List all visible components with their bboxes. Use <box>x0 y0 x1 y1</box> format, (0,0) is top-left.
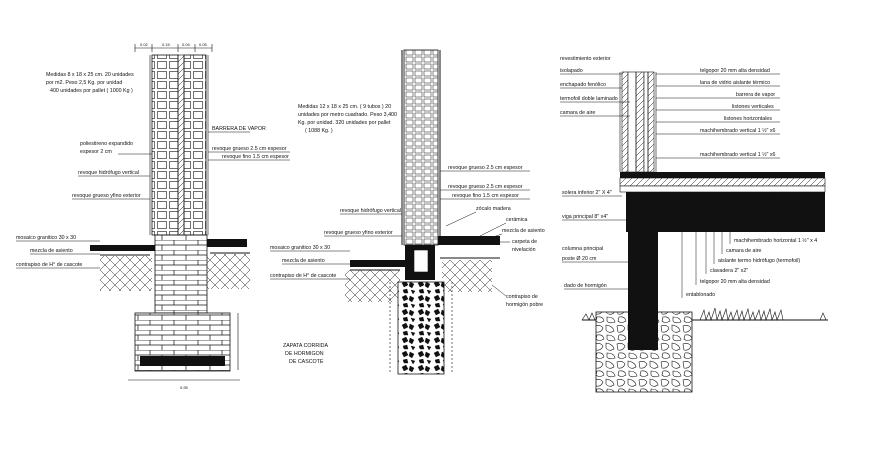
right-floor-air-chamber <box>619 185 826 193</box>
left-footing-base <box>140 356 225 366</box>
label: telgopor 20 mm alta densidad <box>700 68 770 74</box>
label: revoque grueso yfino exterior <box>72 193 141 199</box>
label: DE HORMIGON <box>285 351 324 357</box>
middle-rubble-footing <box>397 281 445 375</box>
label: mezcla de asiento <box>30 248 73 254</box>
label: cerámica <box>506 217 528 223</box>
middle-ground-hatch <box>345 270 400 302</box>
dim-label: 0.95 <box>180 385 189 390</box>
label: machihembrado vertical 1 ½" x6 <box>700 127 776 134</box>
label: mezcla de asiento <box>502 228 545 234</box>
label: BARRERA DE VAPOR <box>212 126 266 132</box>
label: viga principal 8" x4" <box>562 214 608 220</box>
label: pintura asfáltica <box>740 194 777 200</box>
label: ( 1088 Kg. ) <box>305 128 333 134</box>
right-floor-top-board <box>620 172 825 178</box>
label: contrapiso de H° de cascote <box>16 262 82 268</box>
label: revoque grueso 2.5 cm espesor <box>448 184 523 190</box>
left-floor-slab-inner <box>205 239 247 247</box>
label: isolapado <box>560 68 583 74</box>
dim-label: 0.05 <box>199 42 208 47</box>
label: dado de hormigón <box>564 283 607 289</box>
label: carpeta de <box>512 239 537 245</box>
label: hormigón pobre <box>506 302 543 308</box>
label: zócalo madera <box>476 206 511 212</box>
label: listones horizontales <box>724 116 772 122</box>
left-floor-slab-outer <box>90 245 155 251</box>
label: poliestireno expandido <box>80 141 133 147</box>
label: revestimiento exterior <box>560 56 611 62</box>
label: Kg. por unidad. 320 unidades por pallet <box>298 120 391 126</box>
label: solera inferior 2" X 4" <box>562 190 612 196</box>
label: telgopor 20 mm alta densidad <box>700 279 770 285</box>
middle-wall-detail: Medidas 12 x 18 x 25 cm. ( 9 tubos ) 20 … <box>270 49 545 375</box>
right-main-beam <box>626 192 825 232</box>
label: machihembrado vertical 1 ½" x6 <box>700 151 776 158</box>
dim-label: 0.04 <box>182 42 191 47</box>
middle-ground-hatch <box>442 260 492 292</box>
label: revoque grueso 2.5 cm espesor <box>212 146 287 152</box>
right-timber-detail: revestimiento exterior isolapado enchapa… <box>560 56 828 393</box>
label: 400 unidades por pallet ( 1000 Kg ) <box>50 88 133 94</box>
label: enchapado fenólico <box>560 82 606 88</box>
label: clavadera 2" x2" <box>710 268 748 274</box>
label: revoque grueso yfino exterior <box>324 230 393 236</box>
left-top-dimensions: 0.02 0.15 0.04 0.05 <box>134 42 213 52</box>
right-wall-layers <box>619 71 657 173</box>
left-foundation-wall <box>154 234 208 314</box>
left-ground-hatch <box>205 254 250 289</box>
label: unidades por metro cuadrado. Peso 3,400 <box>298 112 397 118</box>
label: contrapiso de H° de cascote <box>270 273 336 279</box>
label: camara de aire <box>560 110 595 116</box>
right-floor-insulation <box>619 177 826 187</box>
label: poste Ø 20 cm <box>562 256 597 262</box>
label: nivelación <box>512 247 536 253</box>
label: mosaico granitico 30 x 30 <box>270 245 330 251</box>
dim-label: 0.02 <box>140 42 149 47</box>
label: espesor 2 cm <box>80 149 112 155</box>
label: camara de aire <box>726 248 761 254</box>
label: machihembrado horizontal 1 ½" x 4 <box>734 237 817 244</box>
label: por m2. Peso 2,5 Kg. por unidad <box>46 80 122 86</box>
label: entablonado <box>686 292 715 298</box>
label: ZAPATA CORRIDA <box>283 343 328 349</box>
label: revoque hidrófugo vertical <box>78 170 139 176</box>
label: Medidas 8 x 18 x 25 cm. 20 unidades <box>46 72 134 78</box>
label: revoque hidrófugo vertical <box>340 208 401 214</box>
left-wall-detail: 0.02 0.15 0.04 0.05 0.95 Medidas 8 x 18 … <box>16 42 290 390</box>
label: aislante termo hidrófugo (termofoil) <box>718 258 800 264</box>
label: mezcla de asiento <box>282 258 325 264</box>
middle-hollow-brick-wall <box>403 49 439 246</box>
label: lana de vidrio aislante térmico <box>700 80 770 86</box>
right-grass <box>699 307 784 322</box>
label: termofoil doble laminado <box>560 96 618 102</box>
label: DE CASCOTE <box>289 359 324 365</box>
middle-floor-slab-outer <box>350 260 405 267</box>
label: revoque grueso 2.5 cm espesor <box>448 165 523 171</box>
label: mosaico granitico 30 x 30 <box>16 235 76 241</box>
label: contrapiso de <box>506 294 538 300</box>
label: barrera de vapor <box>736 92 775 98</box>
label: revoque fino 1.5 cm espesor <box>222 154 289 160</box>
left-wall <box>149 54 209 236</box>
label: columna principal <box>562 246 603 252</box>
left-ground-hatch <box>100 256 152 291</box>
label: revoque fino 1.5 cm espesor <box>452 193 519 199</box>
label: Medidas 12 x 18 x 25 cm. ( 9 tubos ) 20 <box>298 104 391 110</box>
middle-floor-slab-inner <box>438 236 500 245</box>
dim-label: 0.15 <box>162 42 171 47</box>
label: listones verticales <box>732 104 774 110</box>
